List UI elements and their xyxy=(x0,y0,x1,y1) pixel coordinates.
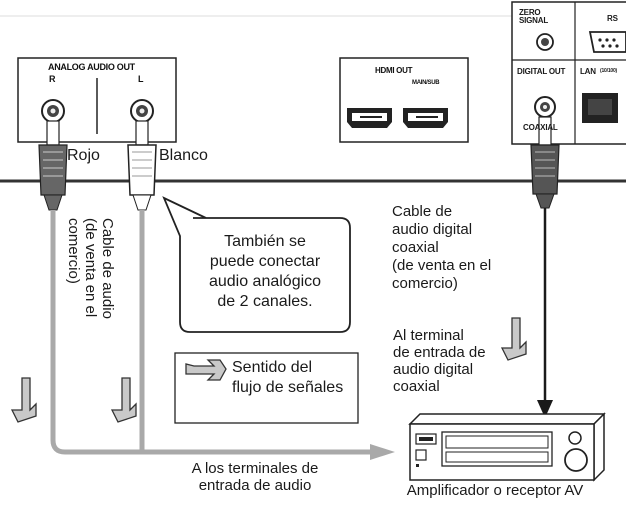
signal-flow-arrow-icon xyxy=(110,377,137,423)
hdmi-sub-label: MAIN/SUB xyxy=(412,80,440,86)
r-channel-label: R xyxy=(49,74,56,84)
coaxial-cable-label: Cable de audio digital coaxial (de venta… xyxy=(392,203,492,292)
legend-text: Sentido del flujo de señales xyxy=(232,359,344,396)
coaxial-plug xyxy=(530,116,560,209)
av-receiver-icon xyxy=(408,412,606,482)
rojo-label: Rojo xyxy=(67,147,100,164)
l-jack-icon xyxy=(130,99,154,123)
signal-flow-arrow-icon xyxy=(500,317,527,361)
coaxial-arrowhead xyxy=(537,400,553,418)
analog-audio-out-title: ANALOG AUDIO OUT xyxy=(48,62,135,72)
hdmi-out-title: HDMI OUT xyxy=(375,66,413,75)
legend-arrow-icon xyxy=(185,359,227,381)
signal-flow-arrow-icon xyxy=(10,377,37,423)
l-channel-label: L xyxy=(138,74,144,84)
lan-speed-label: (10/100) xyxy=(600,68,618,74)
analog-cable-arrowhead xyxy=(370,444,395,460)
hdmi-port-icon xyxy=(403,108,448,128)
analog-cable xyxy=(50,210,370,455)
rear-panel xyxy=(511,1,626,145)
rca-plug-white xyxy=(127,120,157,211)
hdmi-port-icon xyxy=(347,108,392,128)
zero-signal-label: ZERO SIGNAL xyxy=(519,8,549,26)
analog-audio-out-panel xyxy=(17,57,177,143)
callout-text: También se puede conectar audio analógic… xyxy=(208,233,322,310)
zero-signal-jack-icon xyxy=(536,33,554,51)
blanco-label: Blanco xyxy=(159,147,208,164)
lan-label: LAN xyxy=(580,67,596,76)
cable-de-audio-label: Cable de audio (de venta en el comercio) xyxy=(65,218,116,319)
rs-label: RS xyxy=(607,14,618,23)
audio-input-terminals-label: A los terminales de entrada de audio xyxy=(191,460,319,494)
coaxial-jack-icon xyxy=(534,96,556,118)
av-receiver-label: Amplificador o receptor AV xyxy=(406,482,584,499)
rca-plug-red xyxy=(38,120,68,211)
coaxial-label: COAXIAL xyxy=(523,123,558,132)
r-jack-icon xyxy=(41,99,65,123)
callout-bubble xyxy=(162,196,351,333)
legend-box xyxy=(174,352,359,424)
hdmi-out-panel xyxy=(339,57,469,143)
rs-port-icon xyxy=(588,31,626,53)
coaxial-terminal-label: Al terminal de entrada de audio digital … xyxy=(393,327,486,395)
digital-out-label: DIGITAL OUT xyxy=(517,67,566,76)
lan-port-icon xyxy=(582,93,618,123)
